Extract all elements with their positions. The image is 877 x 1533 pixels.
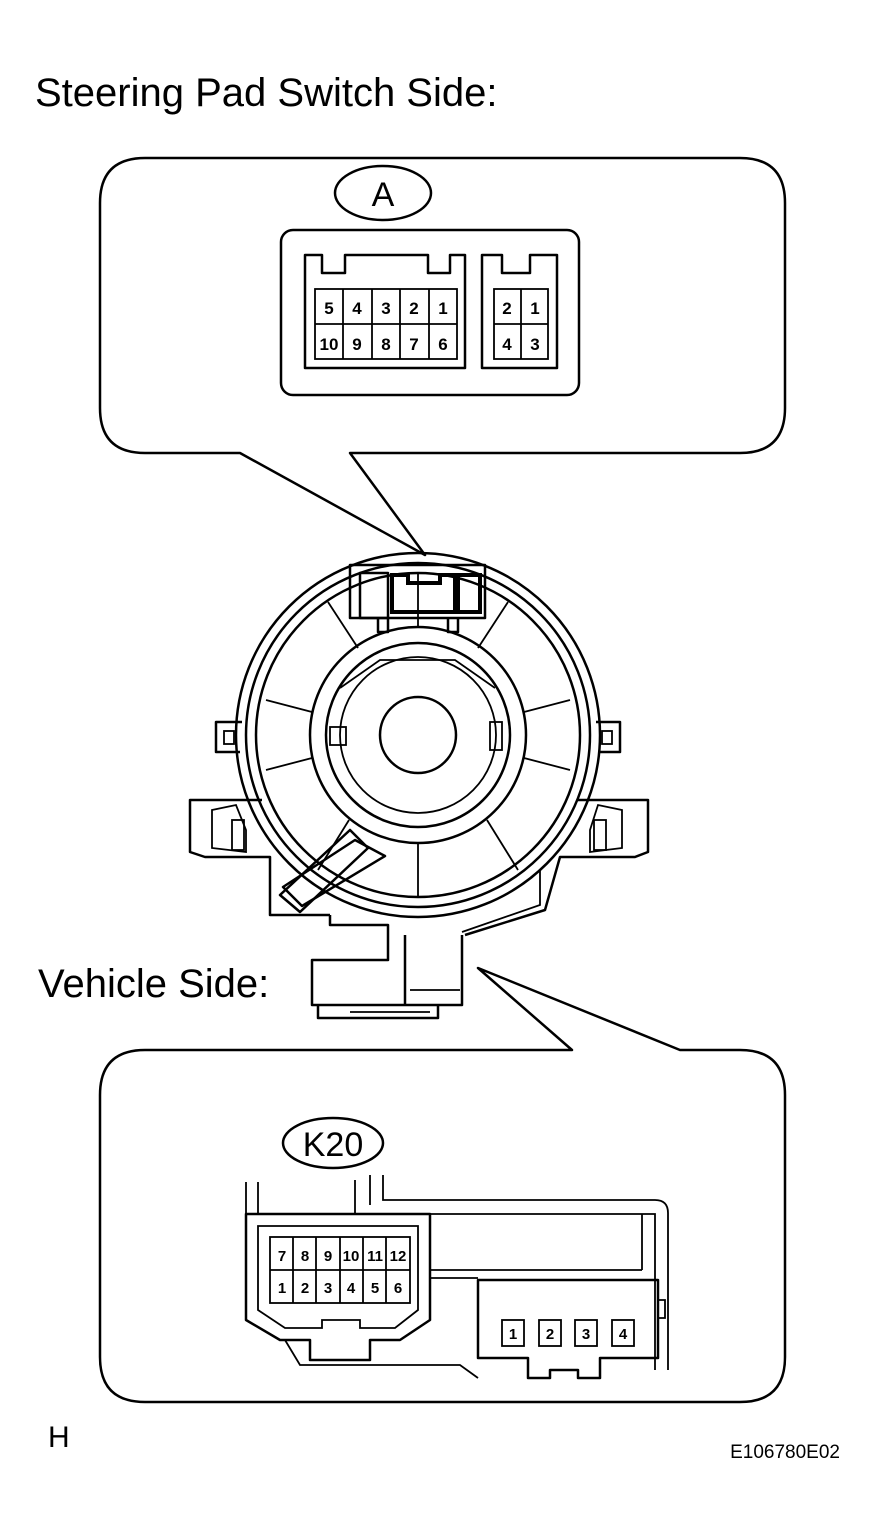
pin-label: 4: [352, 299, 362, 318]
pin-label: 1: [509, 1326, 517, 1343]
connector-k20-sub-pins: 1 2 3 4: [501, 1319, 635, 1347]
pin-label: 8: [381, 335, 390, 354]
corner-mark: H: [48, 1421, 70, 1454]
connector-k20-tag: K20: [303, 1126, 364, 1164]
vehicle-side-label: Vehicle Side:: [38, 962, 269, 1006]
pin-label: 4: [619, 1326, 628, 1343]
pin-label: 9: [324, 1248, 332, 1265]
connector-k20-main-block: [244, 1212, 432, 1362]
pin-label: 2: [301, 1280, 309, 1297]
pin-label: 1: [278, 1280, 286, 1297]
pin-label: 1: [438, 299, 447, 318]
pin-label: 7: [278, 1248, 286, 1265]
connector-a-main-pins: 5 4 3 2 1 10 9 8 7 6: [315, 289, 457, 359]
pin-label: 11: [367, 1248, 383, 1265]
pin-label: 2: [502, 299, 511, 318]
spiral-cable-illustration: [188, 551, 650, 1020]
connector-k20-wiring: [245, 1175, 669, 1370]
pin-label: 5: [324, 299, 333, 318]
connector-a-sub-pins: 2 1 4 3: [494, 289, 548, 359]
connector-k20-tag-ellipse: [281, 1116, 385, 1170]
pin-label: 2: [546, 1326, 554, 1343]
connector-a-housing: [279, 228, 581, 397]
pin-label: 9: [352, 335, 361, 354]
pin-label: 5: [371, 1280, 379, 1297]
pin-label: 12: [390, 1248, 407, 1265]
connector-a-tag: A: [372, 176, 395, 214]
pin-label: 6: [394, 1280, 402, 1297]
connector-a-callout: [98, 156, 787, 557]
pin-label: 3: [324, 1280, 332, 1297]
connector-k20-sub-block: [476, 1278, 660, 1380]
pin-label: 6: [438, 335, 447, 354]
figure-code: E106780E02: [730, 1442, 840, 1463]
connector-a-tag-ellipse: [333, 164, 433, 222]
pin-label: 2: [409, 299, 418, 318]
pin-label: 8: [301, 1248, 309, 1265]
pin-label: 3: [530, 335, 539, 354]
connector-a-sub-block: [480, 253, 559, 370]
pin-label: 10: [343, 1248, 360, 1265]
pin-label: 3: [582, 1326, 590, 1343]
connector-k20-main-pins: 7 8 9 10 11 12 1 2 3 4 5 6: [270, 1237, 410, 1303]
pin-label: 4: [502, 335, 512, 354]
pin-label: 1: [530, 299, 539, 318]
connector-k20-callout: [98, 966, 787, 1404]
connector-a-main-block: [303, 253, 467, 370]
pin-label: 10: [320, 335, 339, 354]
pin-label: 3: [381, 299, 390, 318]
steering-pad-switch-side-title: Steering Pad Switch Side:: [35, 71, 497, 115]
pin-label: 7: [409, 335, 418, 354]
pin-label: 4: [347, 1280, 356, 1297]
